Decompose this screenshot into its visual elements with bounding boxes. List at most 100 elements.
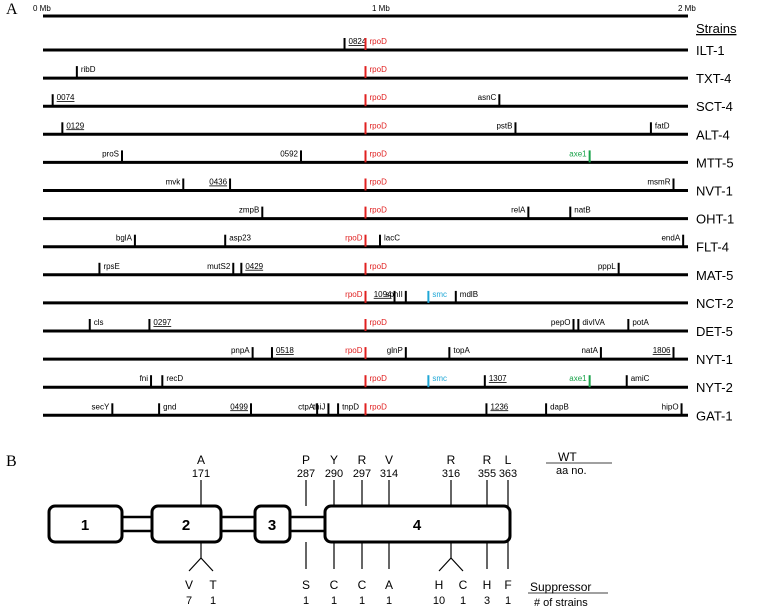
scale-label-middle: 1 Mb bbox=[372, 4, 390, 13]
suppressor-strain-count: 1 bbox=[359, 595, 365, 607]
strain-label: NYT-2 bbox=[696, 380, 733, 395]
domain-3-box bbox=[253, 504, 292, 544]
domain-4-box bbox=[323, 504, 512, 544]
linker-lines bbox=[122, 515, 325, 533]
gene-marker-0074: 0074 bbox=[51, 93, 75, 107]
wt-residue: R bbox=[483, 453, 492, 467]
gene-marker-0436: 0436 bbox=[209, 178, 232, 191]
domain-1-box bbox=[47, 504, 124, 544]
marker-label: 0297 bbox=[153, 318, 171, 327]
suppressor-residue: A bbox=[385, 578, 393, 592]
marker-label: pstB bbox=[496, 121, 512, 130]
gene-marker-dapb: dapB bbox=[545, 402, 569, 416]
marker-label: recD bbox=[166, 374, 183, 383]
gene-marker-amic: amiC bbox=[625, 374, 650, 388]
gene-marker-0824: 0824 bbox=[343, 37, 367, 50]
strain-label: FLT-4 bbox=[696, 240, 729, 255]
marker-label: smc bbox=[432, 374, 447, 383]
wt-residue: P bbox=[302, 453, 310, 467]
residue-number: 290 bbox=[325, 468, 343, 480]
residue-number: 287 bbox=[297, 468, 315, 480]
suppressor-branch bbox=[438, 557, 452, 572]
wt-residue: V bbox=[385, 453, 393, 467]
marker-label: gnd bbox=[163, 402, 176, 411]
residue-number: 171 bbox=[192, 468, 210, 480]
gene-marker-rpod: rpoD bbox=[364, 149, 387, 163]
gene-marker-smc: smc bbox=[427, 290, 447, 303]
marker-label: pppL bbox=[598, 262, 616, 271]
panel-b-label: B bbox=[6, 453, 17, 470]
gene-marker-axe1: axe1 bbox=[569, 374, 591, 388]
gene-marker-nata: natA bbox=[581, 346, 602, 360]
strain-label: OHT-1 bbox=[696, 212, 734, 227]
genome-scale: 0 Mb 1 Mb 2 Mb bbox=[33, 4, 696, 18]
gene-marker-enda: endA bbox=[661, 234, 685, 247]
marker-label: lacC bbox=[384, 234, 400, 243]
suppressor-strain-count: 1 bbox=[386, 595, 392, 607]
gene-marker-bgla: bglA bbox=[116, 234, 136, 247]
marker-label: fatD bbox=[655, 121, 670, 130]
marker-label: dapB bbox=[550, 402, 569, 411]
suppressor-branch bbox=[188, 557, 202, 572]
panel-a-label: A bbox=[6, 1, 18, 18]
gene-marker-lacc: lacC bbox=[379, 234, 400, 247]
suppressor-residue: H bbox=[483, 578, 492, 592]
suppressor-strain-count: 3 bbox=[484, 595, 490, 607]
suppressor-residue: V bbox=[185, 578, 193, 592]
suppressor-strain-count: 1 bbox=[460, 595, 466, 607]
gene-marker-0297: 0297 bbox=[148, 318, 172, 331]
marker-label: amiC bbox=[631, 374, 650, 383]
marker-label: rpoD bbox=[370, 318, 388, 327]
gene-marker-natb: natB bbox=[569, 206, 591, 219]
marker-label: relA bbox=[511, 206, 526, 215]
marker-label: 0518 bbox=[276, 346, 294, 355]
marker-label: endA bbox=[661, 234, 680, 243]
marker-label: 0499 bbox=[230, 402, 248, 411]
marker-label: fni bbox=[140, 374, 149, 383]
residue-number: 316 bbox=[442, 468, 460, 480]
strain-label: NVT-1 bbox=[696, 184, 733, 199]
marker-label: pepO bbox=[551, 318, 571, 327]
strain-label: ALT-4 bbox=[696, 127, 730, 142]
residue-number: 355 bbox=[478, 468, 496, 480]
marker-label: rpoD bbox=[370, 121, 388, 130]
suppressor-strain-count: 1 bbox=[331, 595, 337, 607]
wt-residue: Y bbox=[330, 453, 338, 467]
suppressor-strain-count: 1 bbox=[505, 595, 511, 607]
gene-marker-pota: potA bbox=[627, 318, 649, 331]
residue-number: 363 bbox=[499, 468, 517, 480]
domain-3-label: 3 bbox=[268, 517, 276, 534]
suppressor-residue: H bbox=[435, 578, 444, 592]
residue-number: 314 bbox=[380, 468, 398, 480]
gene-marker-rpod: rpoD bbox=[345, 234, 367, 247]
domain-2-box bbox=[150, 504, 223, 544]
gene-marker-secy: secY bbox=[92, 402, 114, 416]
gene-marker-1307: 1307 bbox=[483, 374, 507, 388]
strain-label: SCT-4 bbox=[696, 99, 733, 114]
gene-marker-rpod: rpoD bbox=[364, 37, 387, 50]
marker-label: 1307 bbox=[489, 374, 507, 383]
gene-marker-0429: 0429 bbox=[240, 262, 264, 275]
gene-marker-fatd: fatD bbox=[649, 121, 670, 135]
marker-label: ctpA bbox=[298, 402, 315, 411]
marker-label: mvk bbox=[166, 178, 182, 187]
marker-label: potA bbox=[632, 318, 649, 327]
gene-marker-mvk: mvk bbox=[166, 178, 185, 191]
wt-residue: R bbox=[358, 453, 367, 467]
suppressor-strain-count: 7 bbox=[186, 595, 192, 607]
suppressor-residue: C bbox=[330, 578, 339, 592]
marker-label: hipO bbox=[662, 402, 679, 411]
residue-number: 297 bbox=[353, 468, 371, 480]
gene-marker-rpod: rpoD bbox=[364, 65, 387, 79]
gene-marker-pepo: pepO bbox=[551, 318, 575, 331]
marker-label: secY bbox=[92, 402, 110, 411]
